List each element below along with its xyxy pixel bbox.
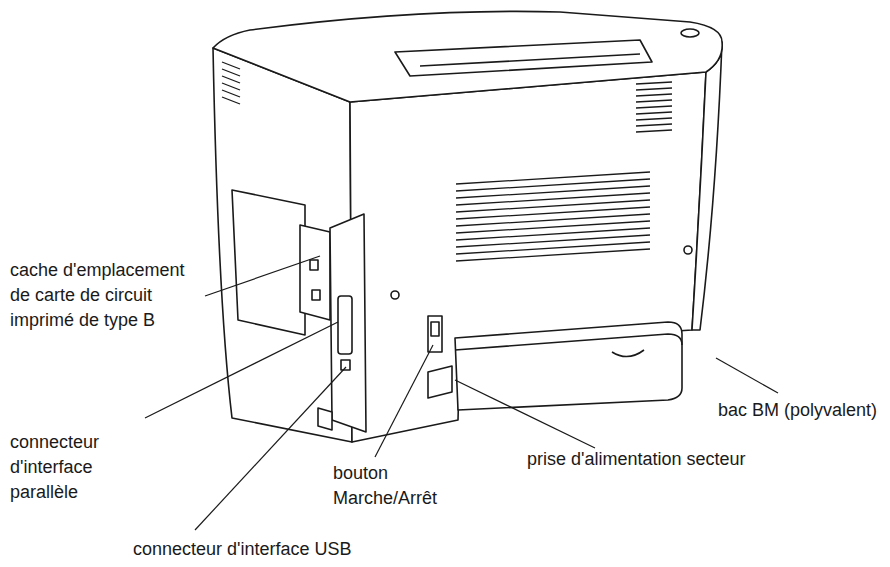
- vent-slat: [222, 90, 240, 97]
- vent-slat: [456, 207, 650, 219]
- part-label: bac BM (polyvalent): [718, 398, 877, 423]
- leader-line: [375, 345, 433, 457]
- foot: [318, 408, 332, 430]
- side-panel: [232, 190, 305, 335]
- rear-face: [350, 72, 706, 442]
- part-label: prise d'alimentation secteur: [527, 447, 746, 472]
- vent-slat: [636, 112, 672, 114]
- usb-connector: [341, 360, 350, 370]
- part-label: bouton Marche/Arrêt: [333, 461, 465, 511]
- screw-hole: [684, 246, 692, 254]
- top-button: [681, 29, 699, 37]
- output-tray-edge: [420, 54, 640, 66]
- vent-slat: [456, 249, 650, 261]
- leader-line: [145, 322, 338, 418]
- vent-slat: [456, 242, 650, 254]
- card-slot-cover: [300, 225, 330, 320]
- vent-slat: [636, 100, 672, 102]
- vent-slat: [456, 214, 650, 226]
- vent-slat: [456, 228, 650, 240]
- vent-slat: [636, 124, 672, 126]
- vent-slat: [456, 221, 650, 233]
- vent-slat: [636, 130, 672, 132]
- vent-slat: [636, 88, 672, 90]
- vent-group: [222, 62, 672, 261]
- vent-slat: [222, 76, 240, 83]
- vent-slat: [456, 235, 650, 247]
- vent-slat: [222, 69, 240, 76]
- leader-line: [455, 380, 595, 448]
- vent-slat: [636, 94, 672, 96]
- vent-slat: [222, 97, 240, 104]
- leader-line: [205, 256, 320, 296]
- vent-slat: [456, 172, 650, 184]
- leader-line: [716, 358, 778, 393]
- part-label: cache d'emplacement de carte de circuit …: [10, 258, 202, 333]
- screw-hole: [391, 291, 399, 299]
- cover-clip: [312, 290, 320, 300]
- vent-slat: [222, 62, 240, 69]
- power-socket: [428, 366, 452, 398]
- cover-clip: [310, 260, 318, 270]
- right-edge: [692, 42, 722, 330]
- vent-slat: [456, 186, 650, 198]
- vent-slat: [456, 200, 650, 212]
- vent-slat: [636, 82, 672, 84]
- leader-line: [195, 367, 346, 530]
- vent-slat: [636, 106, 672, 108]
- output-tray: [395, 40, 652, 76]
- parallel-connector: [338, 296, 352, 354]
- vent-slat: [456, 179, 650, 191]
- leader-lines: [145, 256, 778, 530]
- printer-body: [213, 11, 722, 442]
- vent-slat: [222, 83, 240, 90]
- power-switch: [428, 316, 442, 352]
- mp-tray-top-edge: [455, 334, 682, 350]
- power-switch-rocker: [431, 322, 439, 336]
- vent-slat: [636, 118, 672, 120]
- mp-tray-handle: [612, 350, 644, 357]
- part-label: connecteur d'interface USB: [133, 537, 352, 562]
- top-cover: [213, 11, 722, 102]
- vent-slat: [456, 193, 650, 205]
- part-label: connecteur d'interface parallèle: [10, 430, 128, 505]
